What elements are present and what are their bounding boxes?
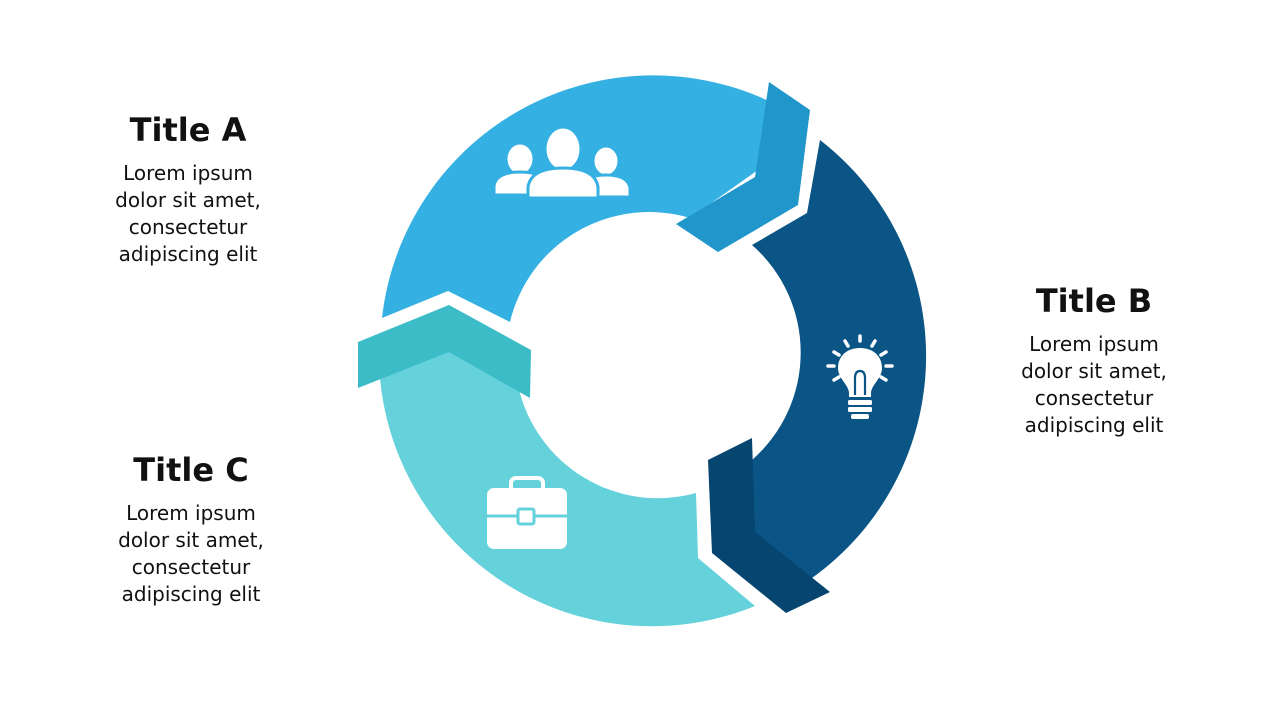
people-icon bbox=[492, 125, 632, 200]
segment-b-arrowhead bbox=[708, 438, 830, 613]
segment-c-arrowhead bbox=[358, 305, 531, 398]
segment-c bbox=[380, 345, 755, 627]
text-block-a: Title A Lorem ipsum dolor sit amet, cons… bbox=[68, 110, 308, 268]
briefcase-icon bbox=[487, 476, 567, 549]
segment-a-arrowhead bbox=[676, 82, 810, 252]
text-block-b: Title B Lorem ipsum dolor sit amet, cons… bbox=[974, 281, 1214, 439]
segment-b bbox=[752, 140, 927, 578]
title-c: Title C bbox=[133, 451, 249, 489]
lightbulb-icon bbox=[826, 334, 894, 419]
body-a: Lorem ipsum dolor sit amet, consectetur … bbox=[115, 161, 261, 266]
text-block-c: Title C Lorem ipsum dolor sit amet, cons… bbox=[71, 450, 311, 608]
body-c: Lorem ipsum dolor sit amet, consectetur … bbox=[118, 501, 264, 606]
title-a: Title A bbox=[129, 111, 247, 149]
title-b: Title B bbox=[1035, 282, 1153, 320]
body-b: Lorem ipsum dolor sit amet, consectetur … bbox=[1021, 332, 1167, 437]
